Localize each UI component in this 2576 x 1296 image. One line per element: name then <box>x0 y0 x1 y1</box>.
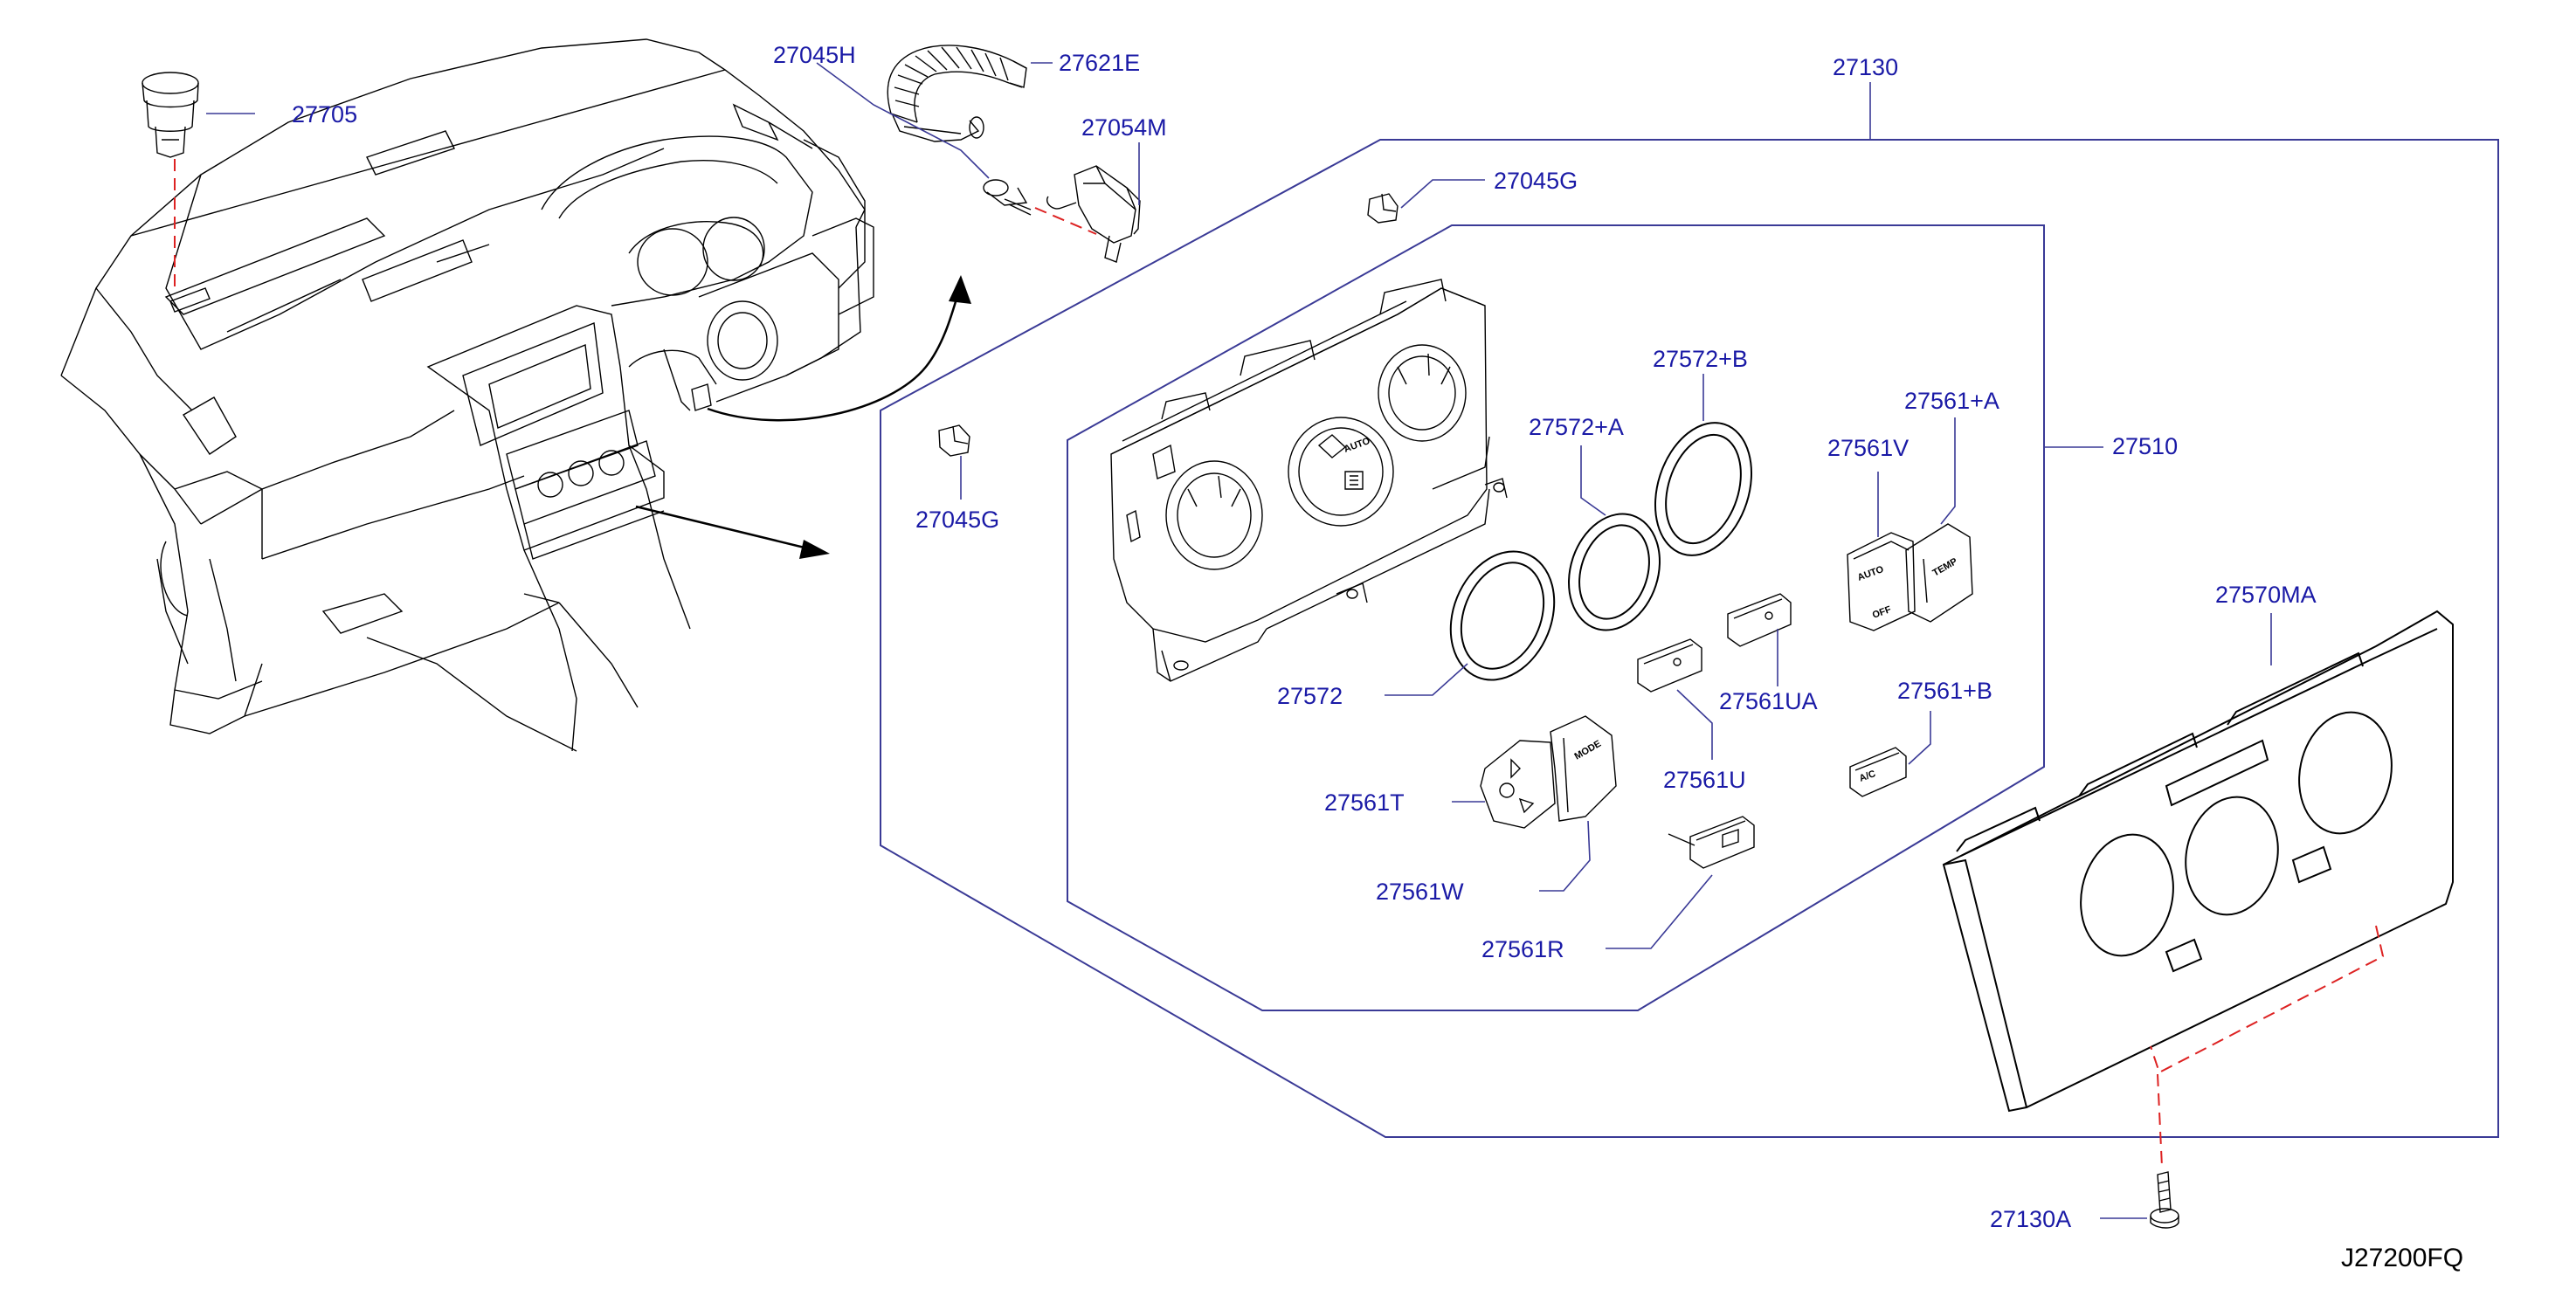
label-27054M: 27054M <box>1081 114 1167 141</box>
label-27561UA: 27561UA <box>1719 688 1818 714</box>
part-27572-ring <box>1449 550 1556 681</box>
button-ac-text: A/C <box>1858 769 1877 784</box>
label-27510: 27510 <box>2112 433 2178 459</box>
label-27572B: 27572+B <box>1653 346 1748 372</box>
part-27054M-sensor <box>1046 165 1141 263</box>
label-27570MA: 27570MA <box>2215 582 2317 608</box>
label-27705: 27705 <box>292 101 357 128</box>
diagram-code: J27200FQ <box>2341 1244 2463 1272</box>
control-unit-auto-text: AUTO <box>1343 436 1372 455</box>
button-temp-text: TEMP <box>1931 556 1959 579</box>
label-27561R: 27561R <box>1481 936 1564 962</box>
label-27561B: 27561+B <box>1897 678 1992 704</box>
label-27561V: 27561V <box>1827 435 1909 461</box>
leader-27572 <box>1385 663 1468 696</box>
leader-27561A <box>1940 417 1956 525</box>
button-off-text: OFF <box>1871 604 1893 621</box>
label-27572A: 27572+A <box>1529 414 1624 440</box>
leader-27561W <box>1539 820 1591 892</box>
button-mode-text: MODE <box>1573 739 1604 762</box>
assembly-line-27045H <box>1034 207 1097 235</box>
label-27045H: 27045H <box>773 42 856 68</box>
part-27572B-ring <box>1654 422 1753 556</box>
part-27045G-clip-top <box>1367 193 1398 224</box>
dashboard-illustration <box>60 38 874 752</box>
leader-27561B <box>1908 711 1931 765</box>
button-auto-text: AUTO <box>1856 564 1886 583</box>
label-27130A: 27130A <box>1990 1206 2071 1232</box>
control-unit-body <box>1110 279 1508 682</box>
part-27561U-button <box>1637 638 1702 693</box>
part-27621E-hose <box>887 45 1027 142</box>
part-27561T-button <box>1480 740 1556 829</box>
label-27045G-left: 27045G <box>915 507 999 533</box>
assembly-line-27130A <box>2157 1073 2163 1168</box>
label-27621E: 27621E <box>1059 50 1140 76</box>
label-27561U: 27561U <box>1663 767 1746 793</box>
panel-27130-outline <box>880 139 2499 1138</box>
part-27561R-button <box>1668 816 1755 869</box>
leader-27561R <box>1606 874 1713 949</box>
leader-27561U <box>1676 689 1713 760</box>
part-27561B-button <box>1849 747 1907 797</box>
leader-27045H <box>816 62 990 179</box>
label-27130: 27130 <box>1833 54 1898 80</box>
arrow-to-control-unit <box>635 505 830 559</box>
part-27570MA-finisher <box>1942 610 2454 1113</box>
part-27045G-clip-left <box>938 424 970 457</box>
leader-27045G-top <box>1400 179 1485 209</box>
part-27130A-screw <box>2150 1171 2179 1229</box>
label-27045G-top: 27045G <box>1494 168 1578 194</box>
part-27045H-screw <box>983 179 1032 216</box>
part-27561V-button <box>1847 532 1916 631</box>
label-27572: 27572 <box>1277 683 1343 709</box>
arrow-to-harness <box>707 275 971 422</box>
panel-27510-outline <box>1067 224 2045 1011</box>
label-27561A: 27561+A <box>1904 388 1999 414</box>
part-27561UA-button <box>1727 593 1792 647</box>
part-27572A-ring <box>1568 513 1661 631</box>
label-27561T: 27561T <box>1324 789 1405 816</box>
leader-27572A <box>1580 445 1606 516</box>
part-27705-sensor <box>142 72 199 158</box>
part-27561A-button <box>1905 523 1973 623</box>
part-27561W-button <box>1550 715 1617 822</box>
label-27561W: 27561W <box>1376 879 1464 905</box>
assembly-line-27570MA <box>2150 925 2385 1074</box>
